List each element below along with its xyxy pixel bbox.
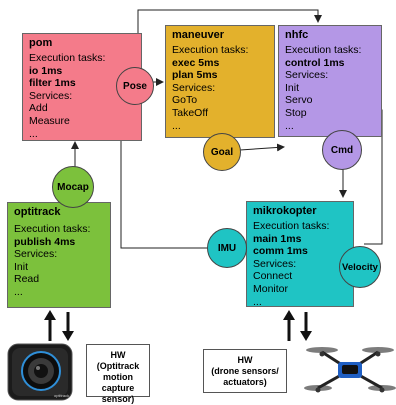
maneuver-component: maneuver Execution tasks: exec 5ms plan … [165, 25, 275, 138]
goal-port: Goal [203, 133, 241, 171]
port-label: Pose [123, 80, 147, 92]
tasks-header: Execution tasks: [14, 223, 91, 235]
service-item: Monitor [253, 282, 289, 295]
service-item: Measure [29, 114, 70, 127]
services-header: Services: [285, 69, 329, 82]
services-header: Services: [14, 248, 58, 261]
task-item: filter 1ms [29, 77, 76, 90]
imu-port: IMU [207, 228, 247, 268]
port-label: Cmd [330, 144, 354, 156]
service-item: ... [285, 119, 294, 132]
service-item: Connect [253, 270, 293, 283]
service-item: ... [29, 127, 38, 140]
optitrack-hw-arrows [44, 310, 74, 341]
goal-to-nhfc-arrow [239, 143, 285, 152]
service-item: ... [172, 119, 181, 132]
task-item: main 1ms [253, 232, 302, 245]
service-item: Servo [285, 94, 313, 107]
tasks-header: Execution tasks: [253, 220, 330, 232]
services-header: Services: [253, 257, 297, 270]
mikrokopter-component: mikrokopter Execution tasks: main 1ms co… [246, 201, 354, 308]
tasks-header: Execution tasks: [172, 44, 249, 56]
tasks-header: Execution tasks: [29, 52, 106, 64]
optitrack-component: optitrack Execution tasks: publish 4ms S… [7, 202, 111, 308]
tasks-header: Execution tasks: [285, 44, 362, 56]
task-item: io 1ms [29, 64, 63, 77]
camera-brand-label: optitrack [54, 393, 69, 398]
component-title: mikrokopter [253, 205, 317, 217]
service-item: Init [285, 81, 300, 94]
component-title: maneuver [172, 29, 224, 41]
component-title: pom [29, 37, 53, 49]
port-label: Mocap [57, 181, 89, 193]
port-label: IMU [217, 242, 237, 254]
services-header: Services: [172, 81, 216, 94]
service-item: Read [14, 273, 40, 286]
service-item: ... [14, 285, 23, 298]
task-item: publish 4ms [14, 235, 76, 248]
drone-image [304, 347, 396, 393]
task-item: control 1ms [285, 56, 345, 69]
service-item: ... [253, 295, 262, 308]
pose-port: Pose [116, 67, 154, 105]
nhfc-component: nhfc Execution tasks: control 1ms Servic… [278, 25, 382, 137]
service-item: Add [29, 102, 48, 115]
service-item: Stop [285, 106, 307, 119]
task-item: comm 1ms [253, 245, 308, 258]
services-header: Services: [29, 89, 73, 102]
service-item: Init [14, 260, 29, 273]
port-label: Goal [210, 146, 234, 158]
optitrack-camera-image: optitrack [7, 343, 73, 401]
velocity-port: Velocity [339, 246, 381, 288]
drone-hw-arrows [283, 310, 312, 341]
port-label: Velocity [342, 261, 378, 273]
drone-hw-box: HW (drone sensors/ actuators) [203, 349, 287, 393]
optitrack-hw-box: HW (Optitrack motion capture sensor) [86, 344, 150, 404]
cmd-port: Cmd [322, 130, 362, 170]
service-item: TakeOff [172, 106, 208, 119]
task-item: exec 5ms [172, 56, 220, 69]
task-item: plan 5ms [172, 69, 218, 82]
service-item: GoTo [172, 94, 198, 107]
component-title: optitrack [14, 206, 61, 218]
mocap-port: Mocap [52, 166, 94, 208]
component-title: nhfc [285, 29, 309, 41]
